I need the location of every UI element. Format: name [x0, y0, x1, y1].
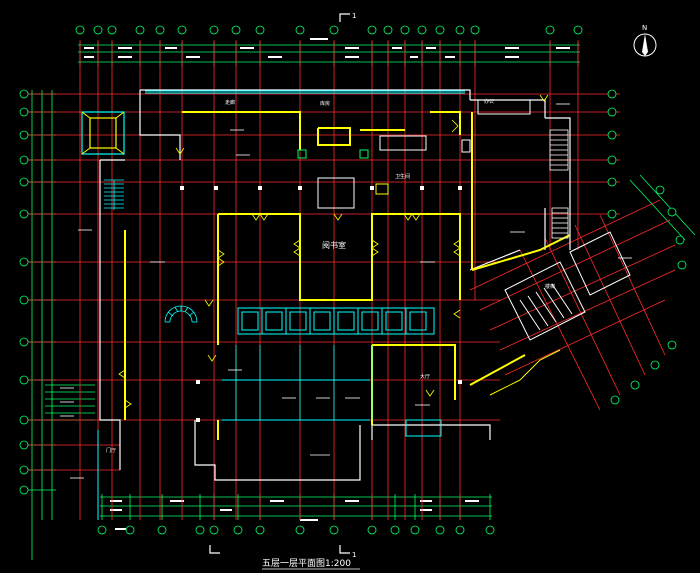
level-markers [60, 103, 632, 479]
room-label-hall-left: 门厅 [106, 447, 116, 454]
atrium-mullions [235, 345, 373, 420]
angled-wing [489, 231, 631, 396]
drawing-title: 五层一层平面图1:200 [262, 558, 351, 569]
yellow-walls [124, 111, 571, 440]
glazing [97, 90, 465, 520]
section-marks [209, 13, 350, 554]
section-mark-top-label: 1 [352, 12, 356, 20]
room-label-office: 办公 [484, 98, 494, 105]
section-mark-bottom-label: 1 [352, 551, 356, 559]
stair-right [549, 129, 569, 239]
stair-left [104, 179, 124, 210]
axis-bubbles-top [75, 25, 583, 35]
room-label-store: 库房 [320, 100, 330, 107]
exterior-walls [99, 89, 571, 481]
dimension-lines [31, 44, 696, 560]
north-label: N [642, 24, 647, 32]
dimension-text-marks [84, 38, 570, 530]
room-label-stair: 楼梯 [545, 283, 555, 290]
interior-elements [297, 99, 531, 209]
axis-bubbles-bottom [97, 525, 495, 535]
axis-bubbles-right [607, 89, 687, 405]
room-label-lobby: 大厅 [420, 373, 430, 380]
columns [180, 186, 462, 422]
spiral-stair [164, 305, 198, 323]
door-swings [118, 94, 549, 409]
axis-bubbles-left [19, 89, 29, 495]
room-label-corridor: 走廊 [225, 99, 235, 106]
north-arrow [633, 33, 657, 57]
room-label-reading-hall: 阅书室 [322, 240, 346, 250]
stair-core-top-left [81, 111, 125, 155]
room-label-wc: 卫生间 [395, 173, 410, 180]
